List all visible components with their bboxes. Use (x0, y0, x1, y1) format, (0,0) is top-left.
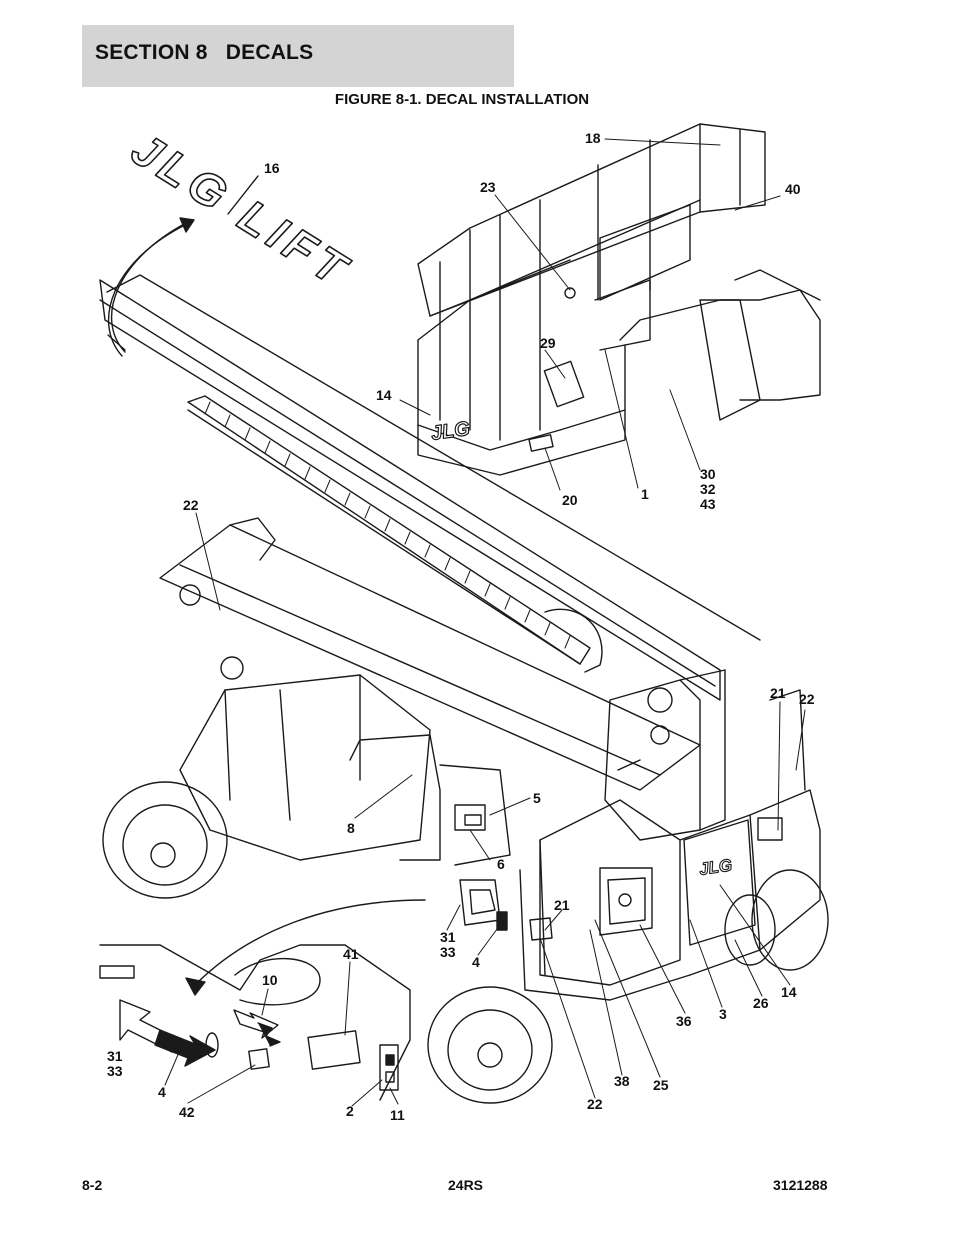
callout-6: 6 (497, 856, 505, 872)
callout-41: 41 (343, 946, 359, 962)
callout-11: 11 (390, 1107, 405, 1123)
callout-4-inset: 4 (158, 1084, 166, 1100)
jlg-lift-decal: JLG LIFT (122, 122, 361, 299)
callout-36: 36 (676, 1013, 692, 1029)
callout-25: 25 (653, 1077, 669, 1093)
callout-38: 38 (614, 1073, 630, 1089)
wheels (102, 781, 829, 1104)
jlg-lift-decal-text: JLG LIFT (123, 122, 360, 297)
inset-detail (99, 899, 426, 1101)
callout-2: 2 (346, 1103, 354, 1119)
callout-29: 29 (540, 335, 556, 351)
callout-22-boom: 22 (183, 497, 199, 513)
section-header-bar: SECTION 8 DECALS (82, 25, 514, 87)
figure-title: FIGURE 8-1. DECAL INSTALLATION (334, 91, 590, 108)
leader-lines (164, 138, 806, 1107)
callout-8: 8 (347, 820, 355, 836)
callout-30-32-43: 30 32 43 (700, 466, 716, 512)
chassis-jlg-decal: JLG (698, 856, 733, 879)
section-title: SECTION 8 DECALS (95, 41, 314, 64)
figure-title-row: FIGURE 8-1. DECAL INSTALLATION (0, 91, 954, 108)
callout-1: 1 (641, 486, 649, 502)
callout-40: 40 (785, 181, 801, 197)
callout-31-33-inset: 31 33 (107, 1048, 123, 1079)
callout-5: 5 (533, 790, 541, 806)
callout-18: 18 (585, 130, 601, 146)
platform-basket: JLG (417, 123, 821, 476)
callout-22-rear: 22 (799, 691, 815, 707)
callout-10: 10 (262, 972, 278, 988)
callout-20: 20 (562, 492, 578, 508)
callout-23: 23 (480, 179, 496, 195)
callout-21-side: 21 (554, 897, 570, 913)
platform-jlg-decal: JLG (430, 418, 472, 445)
callout-3: 3 (719, 1006, 727, 1022)
callout-22-bottom: 22 (587, 1096, 603, 1112)
callout-14-chassis: 14 (781, 984, 797, 1000)
callout-31-33-main: 31 33 (440, 929, 456, 960)
curved-arrow-16 (110, 221, 189, 353)
boom-assembly (99, 274, 761, 841)
chassis: JLG (179, 674, 821, 1001)
footer-model: 24RS (448, 1177, 484, 1193)
callout-21-rear: 21 (770, 685, 786, 701)
footer-page-number: 8-2 (82, 1177, 103, 1193)
callout-26: 26 (753, 995, 769, 1011)
callout-14-platform: 14 (376, 387, 392, 403)
callout-42: 42 (179, 1104, 195, 1120)
footer-doc-number: 3121288 (773, 1177, 828, 1193)
callout-16: 16 (264, 160, 280, 176)
callout-4-main: 4 (472, 954, 480, 970)
